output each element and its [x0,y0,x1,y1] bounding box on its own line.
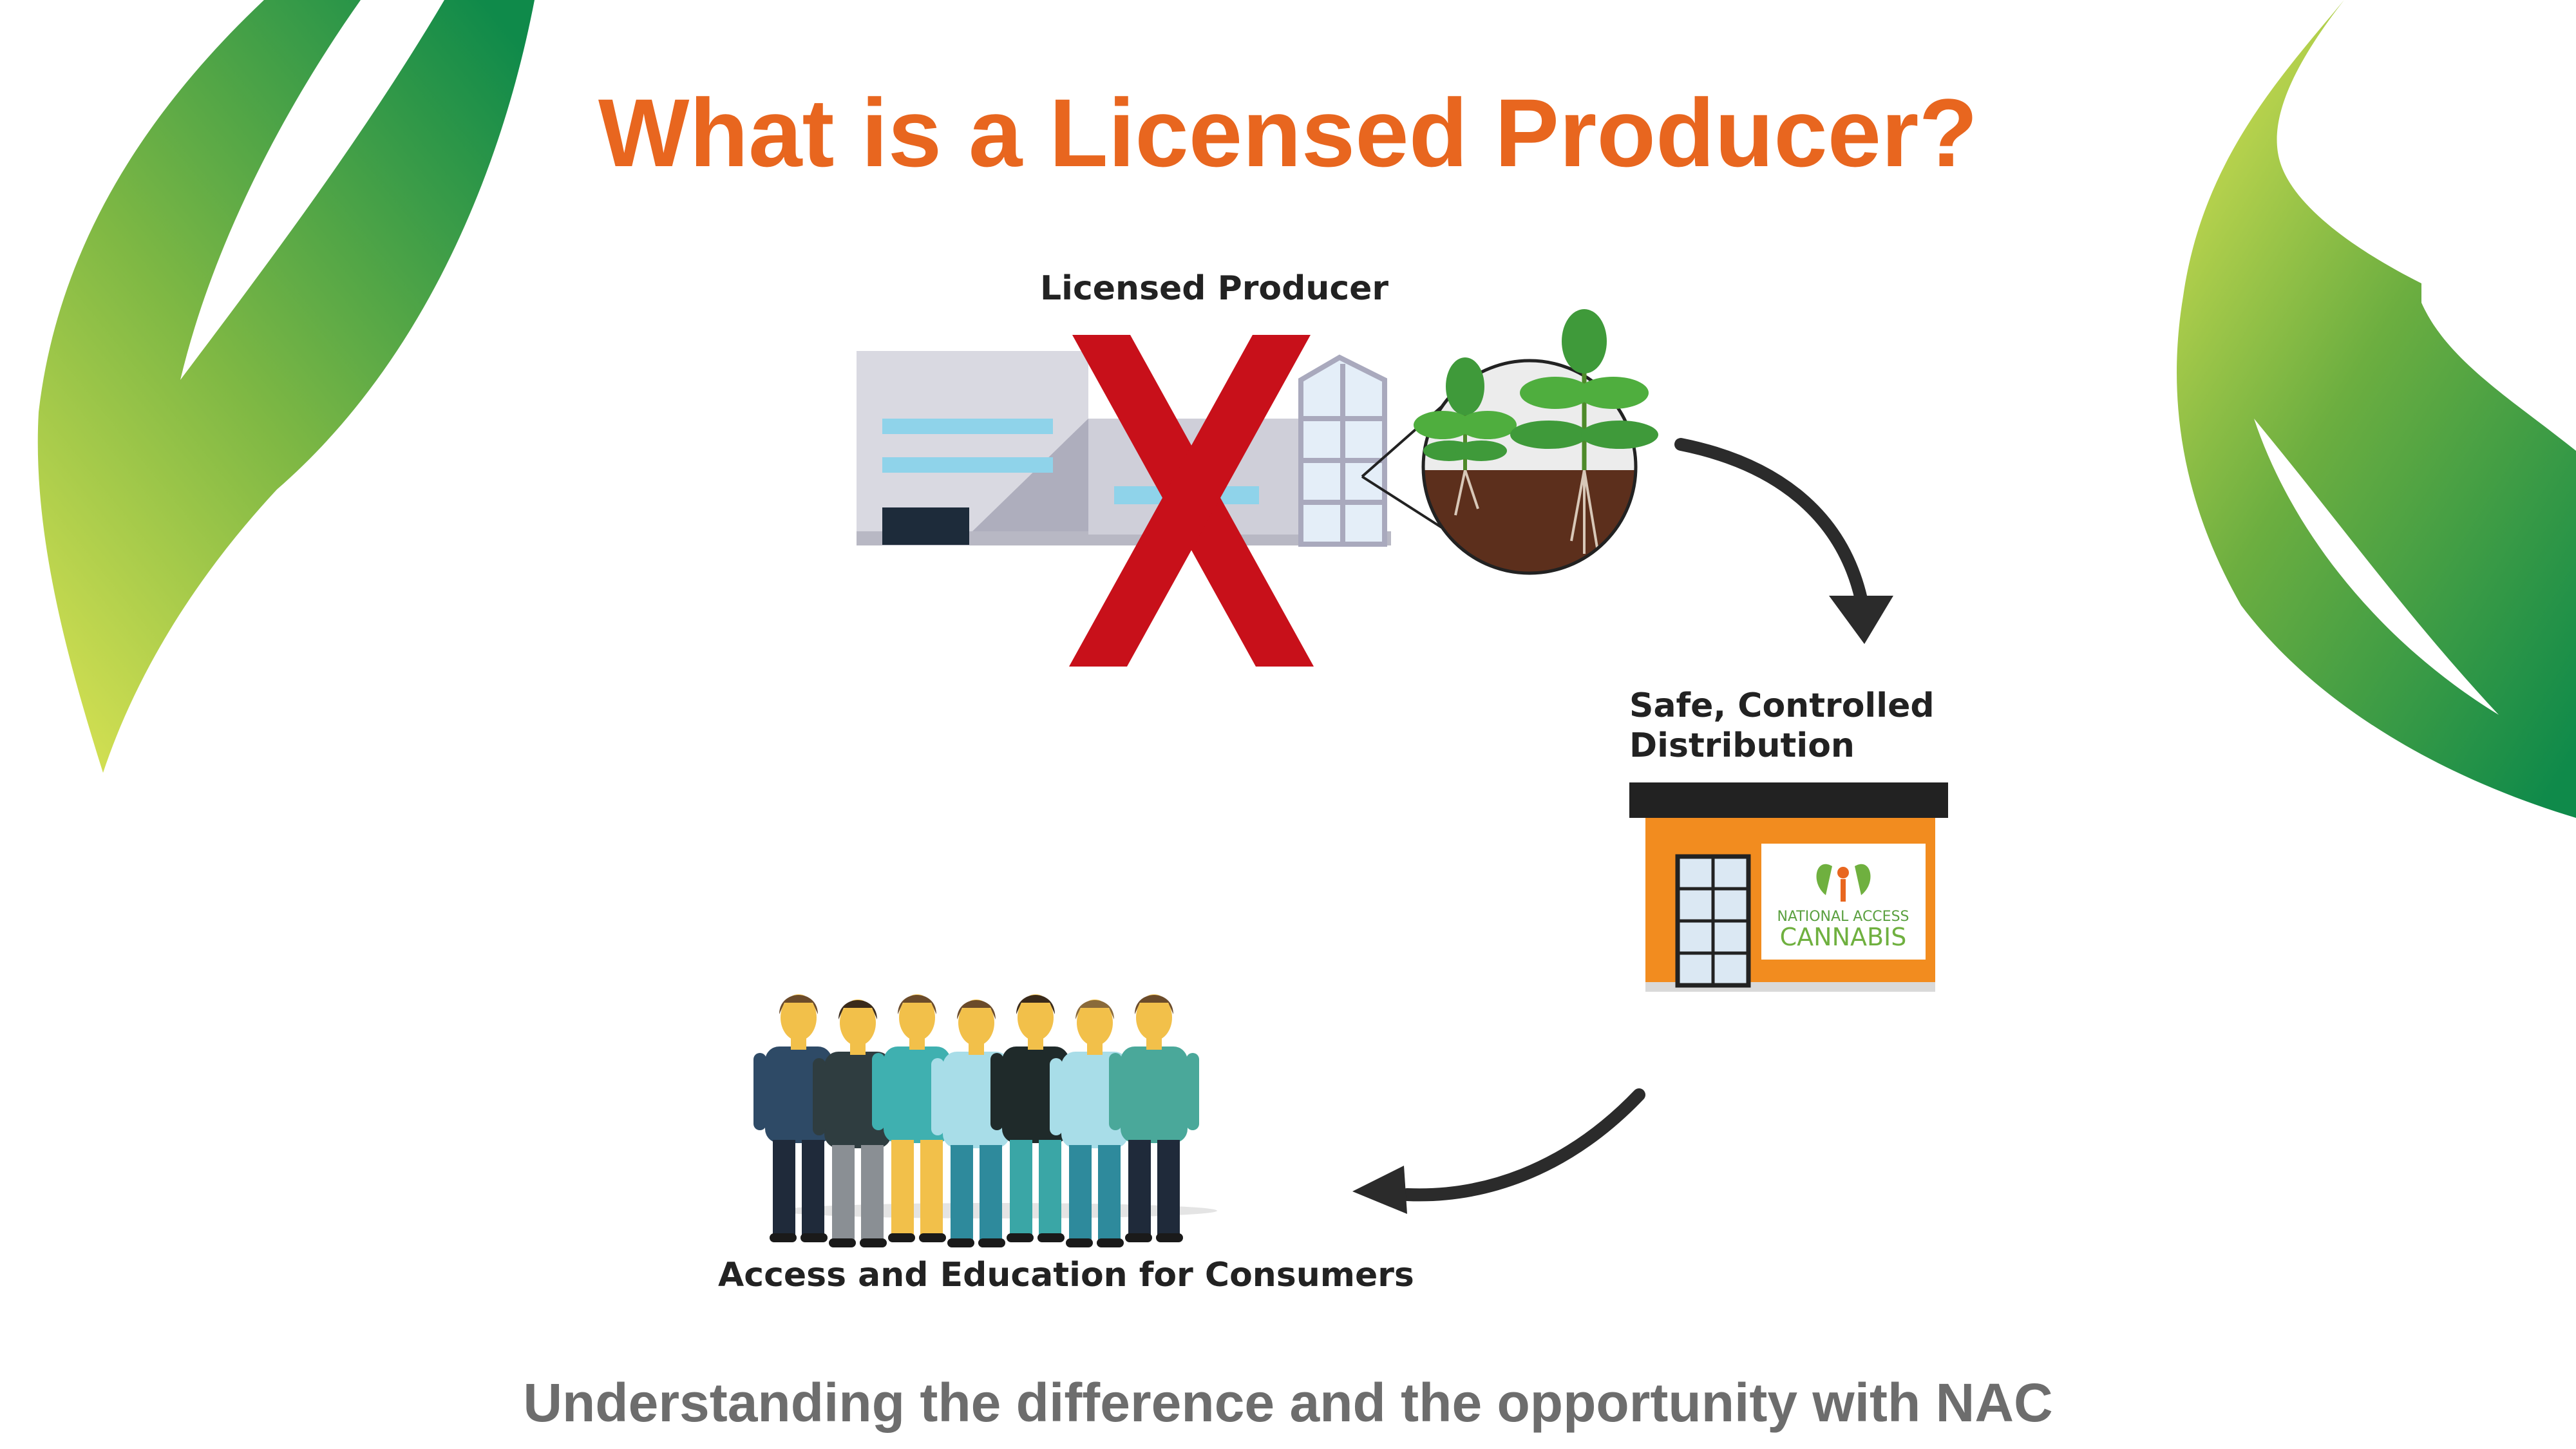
distribution-label: Safe, Controlled Distribution [1629,686,1935,766]
people-group-icon [753,994,1217,1247]
red-x-icon [1069,335,1314,667]
curved-arrow-icon [1352,1088,1645,1214]
distribution-label-line1: Safe, Controlled [1629,687,1935,725]
plant-soil-icon [1414,309,1658,575]
store-sign-line1: NATIONAL ACCESS [1777,909,1909,925]
curved-arrow-icon [1674,438,1893,644]
licensed-producer-label: Licensed Producer [1040,269,1389,308]
store-icon [1629,782,1948,992]
page-title: What is a Licensed Producer? [598,79,1978,187]
leaf-right-icon [2177,0,2576,818]
page-subtitle: Understanding the difference and the opp… [523,1372,2053,1433]
distribution-label-line2: Distribution [1629,726,1855,765]
consumers-label: Access and Education for Consumers [718,1256,1414,1294]
leaf-left-icon [37,0,535,773]
store-sign-line2: CANNABIS [1780,923,1907,951]
